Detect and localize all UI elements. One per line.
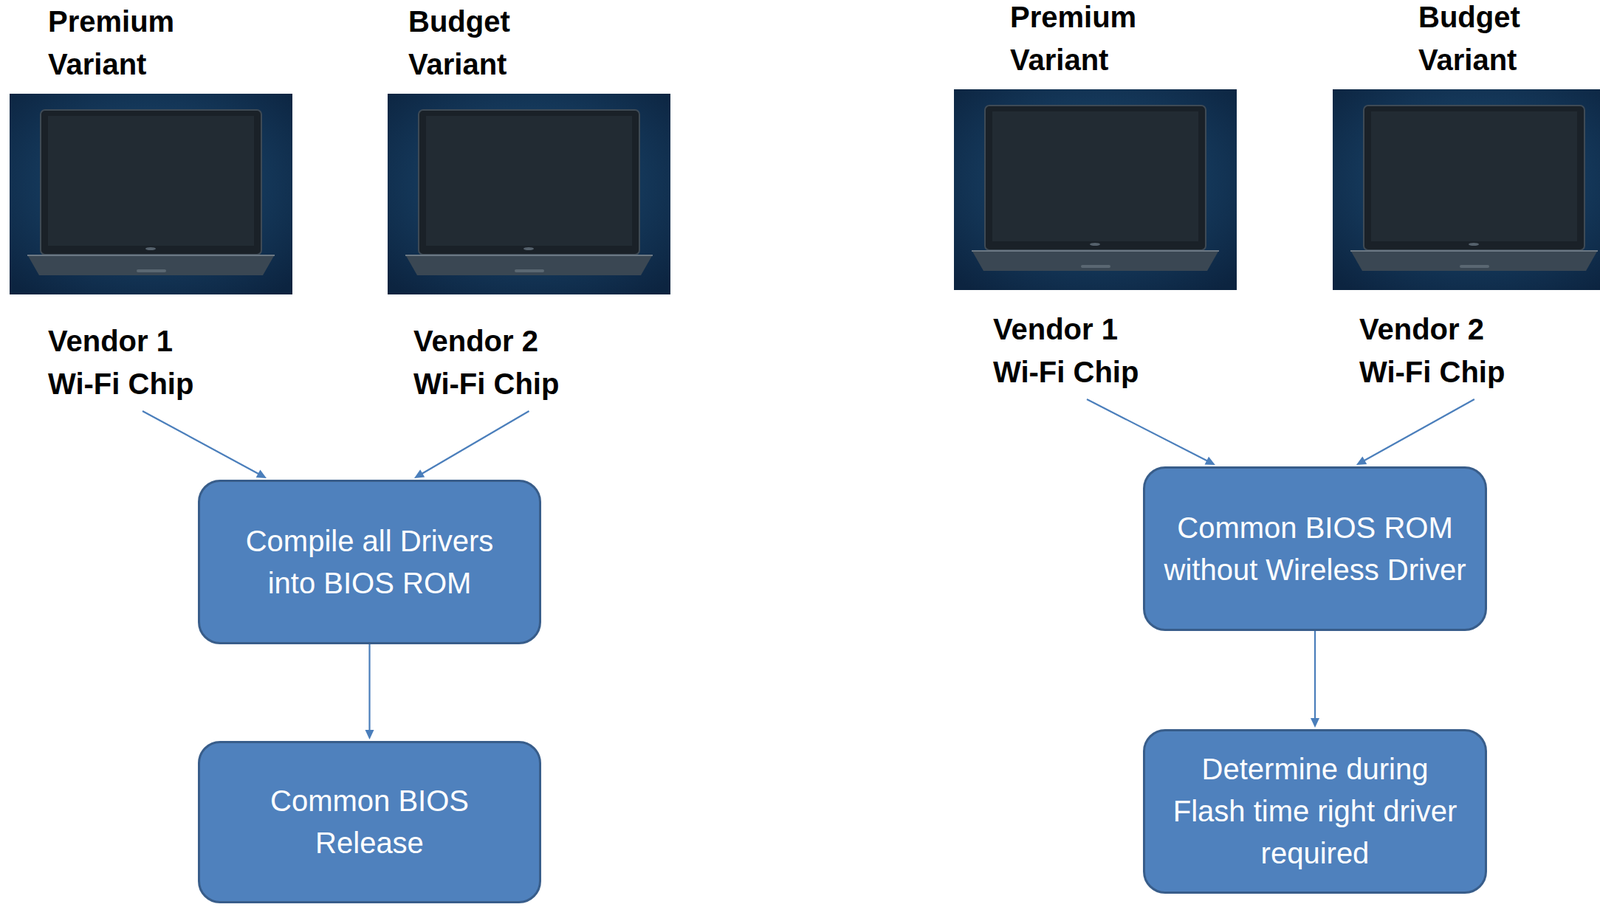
box-label: Determine during Flash time right driver…: [1163, 748, 1467, 875]
arrow-connector: [142, 411, 267, 479]
laptop-image: [387, 93, 671, 295]
arrow-connector: [1310, 631, 1320, 729]
arrow-head: [1204, 457, 1216, 466]
box-content: Compile all Drivers into BIOS ROM: [218, 520, 521, 605]
arrow-connector: [1356, 399, 1475, 466]
arrow-head: [1310, 718, 1320, 729]
box-content: Common BIOS Release: [218, 780, 521, 865]
box-content: Common BIOS ROM without Wireless Driver: [1163, 507, 1467, 592]
arrow-connector: [414, 411, 530, 479]
variant-label: Budget Variant: [1418, 0, 1596, 82]
variant-label: Premium Variant: [1010, 0, 1188, 82]
arrow-connector: [1086, 399, 1216, 466]
process-box: Determine during Flash time right driver…: [1142, 729, 1488, 895]
arrow-head: [414, 469, 425, 479]
image-spacer: [953, 89, 1237, 291]
connector-line: [368, 644, 370, 733]
image-spacer: [1332, 89, 1600, 291]
arrow-head: [365, 730, 375, 740]
process-box: Common BIOS Release: [197, 741, 542, 904]
image-spacer: [387, 93, 671, 295]
laptop-image: [953, 89, 1237, 291]
variant-label: Premium Variant: [47, 0, 226, 86]
laptop-variant: Premium VariantVendor 1 Wi-Fi Chip: [9, 0, 293, 406]
chip-label: Vendor 1 Wi-Fi Chip: [47, 319, 226, 406]
box-label: Compile all Drivers into BIOS ROM: [218, 520, 521, 605]
laptop-image: [1332, 89, 1600, 291]
image-spacer: [9, 93, 293, 295]
process-box: Compile all Drivers into BIOS ROM: [197, 479, 542, 645]
connector-line: [1362, 399, 1475, 462]
arrow-connector: [365, 644, 375, 740]
process-box: Common BIOS ROM without Wireless Driver: [1142, 466, 1488, 632]
variant-label: Budget Variant: [408, 0, 586, 86]
arrow-head: [1356, 456, 1367, 466]
box-label: Common BIOS Release: [218, 780, 521, 865]
laptop-image: [9, 93, 293, 295]
box-label: Common BIOS ROM without Wireless Driver: [1163, 507, 1467, 592]
laptop-variant: Budget VariantVendor 2 Wi-Fi Chip: [387, 0, 671, 406]
arrow-head: [256, 470, 267, 479]
laptop-variant: Budget VariantVendor 2 Wi-Fi Chip: [1332, 0, 1600, 394]
connector-line: [420, 411, 530, 475]
laptop-variant: Premium VariantVendor 1 Wi-Fi Chip: [953, 0, 1237, 394]
connector-line: [142, 411, 260, 475]
box-content: Determine during Flash time right driver…: [1163, 748, 1467, 875]
chip-label: Vendor 1 Wi-Fi Chip: [993, 307, 1171, 394]
connector-line: [1314, 631, 1316, 721]
chip-label: Vendor 2 Wi-Fi Chip: [1359, 307, 1537, 394]
chip-label: Vendor 2 Wi-Fi Chip: [413, 319, 591, 406]
connector-line: [1086, 399, 1209, 462]
